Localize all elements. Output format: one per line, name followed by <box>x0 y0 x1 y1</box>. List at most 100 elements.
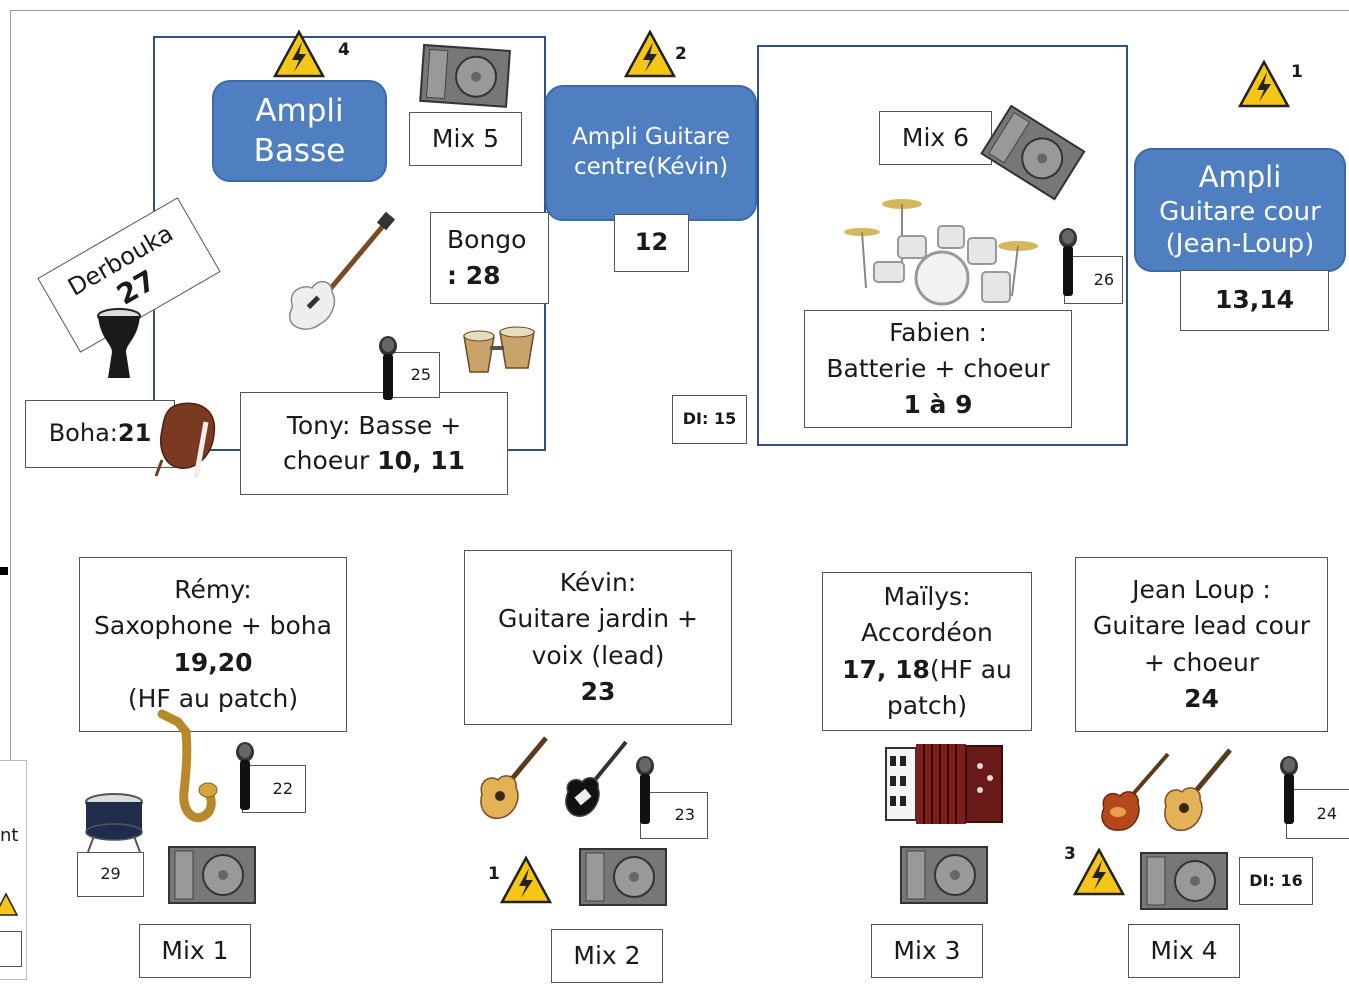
wedge-monitor-icon-mix3 <box>900 846 988 904</box>
amp-center-line2: centre(Kévin) <box>573 154 729 180</box>
jeanloup-channel: 24 <box>1184 683 1219 713</box>
di16-text: DI: 16 <box>1249 870 1303 890</box>
amp-guitar-cour: Ampli Guitare cour (Jean-Loup) <box>1134 148 1346 272</box>
bongo-label: Bongo : 28 <box>430 212 549 304</box>
bass-guitar-icon <box>288 211 396 330</box>
amp-cour-line1: Ampli <box>1198 160 1282 195</box>
remy-channel: 19,20 <box>173 647 253 677</box>
microphone-icon-23 <box>636 756 654 824</box>
jeanloup-line3: + choeur <box>1143 647 1260 677</box>
legend-mini-box <box>0 931 22 967</box>
kevin-line1: Kévin: <box>559 568 637 597</box>
boha-text: Boha: <box>48 419 118 448</box>
mix6-text: Mix 6 <box>901 122 970 152</box>
amp-center-line1: Ampli Guitare <box>572 124 730 151</box>
drum29-channel: 29 <box>77 852 144 897</box>
jeanloup-label: Jean Loup : Guitare lead cour + choeur 2… <box>1075 557 1328 732</box>
channel-amp-center-value: 12 <box>634 228 669 257</box>
wedge-monitor-icon-mix5 <box>419 43 511 108</box>
mic23-channel: 23 <box>640 792 708 839</box>
mix5-label: Mix 5 <box>409 112 522 166</box>
fabien-channel: 1 à 9 <box>903 390 973 420</box>
power-warning-icon-4 <box>272 29 326 78</box>
jeanloup-line1: Jean Loup : <box>1132 575 1271 604</box>
power-warning-icon-mix2 <box>499 855 553 904</box>
stage-top-edge <box>10 10 1349 11</box>
kevin-line2: Guitare jardin + <box>498 604 698 634</box>
channel-amp-center: 12 <box>614 214 689 272</box>
boha-channel: 21 <box>117 419 152 448</box>
di16-label: DI: 16 <box>1239 857 1313 905</box>
saxophone-icon <box>157 709 218 823</box>
legend-power-icon <box>0 892 19 916</box>
amp-bass: Ampli Basse <box>212 80 387 182</box>
mix3-text: Mix 3 <box>893 935 961 965</box>
mix1-label: Mix 1 <box>139 924 251 978</box>
mix2-text: Mix 2 <box>573 940 641 970</box>
mailys-line1: Maïlys: <box>883 582 971 611</box>
mix3-label: Mix 3 <box>871 924 983 978</box>
wedge-monitor-icon-mix2 <box>579 848 667 906</box>
stage-left-edge <box>10 10 11 760</box>
mix5-text: Mix 5 <box>431 123 500 153</box>
mix2-label: Mix 2 <box>551 929 663 983</box>
fabien-line1: Fabien : <box>889 317 987 347</box>
tony-line1: Tony: Basse + <box>286 411 462 440</box>
derbouka-drum-icon <box>97 308 141 378</box>
wedge-monitor-icon-mix6 <box>980 104 1086 201</box>
amp-bass-line1: Ampli <box>255 92 344 129</box>
mic25-channel: 25 <box>384 352 440 398</box>
wedge-monitor-icon-mix4 <box>1140 852 1228 910</box>
microphone-icon-24 <box>1280 756 1298 824</box>
microphone-icon-26 <box>1059 228 1077 296</box>
remy-line2: Saxophone + boha <box>94 611 332 641</box>
acoustic-guitar-icon <box>480 736 548 819</box>
remy-line3: (HF au patch) <box>127 683 299 713</box>
boha-label: Boha:21 <box>25 400 175 468</box>
mailys-channel: 17, 18 <box>842 654 930 684</box>
mailys-line2: Accordéon <box>861 618 993 648</box>
amp-bass-line2: Basse <box>253 133 346 169</box>
microphone-icon-22 <box>236 742 254 810</box>
mic24-text: 24 <box>1316 803 1337 823</box>
channel-amp-cour: 13,14 <box>1180 270 1329 331</box>
edge-marker <box>0 567 8 575</box>
legend-partial: nt <box>0 760 27 980</box>
power-number-4: 4 <box>338 40 350 60</box>
wedge-monitor-icon-mix1 <box>168 846 256 904</box>
amp-cour-line3: (Jean-Loup) <box>1165 229 1315 260</box>
mic23-text: 23 <box>674 805 695 825</box>
jeanloup-line2: Guitare lead cour <box>1093 611 1310 641</box>
electric-guitar-icon <box>565 740 628 817</box>
remy-label: Rémy: Saxophone + boha 19,20 (HF au patc… <box>79 557 347 732</box>
tony-label: Tony: Basse + choeur 10, 11 <box>240 392 508 495</box>
drum29-text: 29 <box>100 864 121 884</box>
power-warning-icon-2 <box>623 29 677 78</box>
kevin-line3: voix (lead) <box>531 640 665 670</box>
fabien-line2: Batterie + choeur <box>826 353 1050 383</box>
di15-text: DI: 15 <box>682 409 737 429</box>
accordion-icon <box>885 744 1003 824</box>
tony-line2: choeur 10, 11 <box>283 444 465 479</box>
bongo-icon <box>463 326 535 373</box>
kevin-label: Kévin: Guitare jardin + voix (lead) 23 <box>464 550 732 725</box>
acoustic-guitar-icon-jl <box>1164 748 1232 831</box>
mailys-line3: 17, 18(HF au <box>842 652 1012 688</box>
mailys-line3-text: (HF au <box>929 654 1012 684</box>
mic22-text: 22 <box>272 778 293 798</box>
mix4-label: Mix 4 <box>1128 924 1240 978</box>
power-number-2: 2 <box>675 44 687 64</box>
drum-kit-icon <box>844 199 1038 306</box>
amp-cour-line2: Guitare cour <box>1159 196 1321 227</box>
power-number-3: 3 <box>1064 844 1076 864</box>
power-number-mix2: 1 <box>488 864 500 884</box>
drum-zone <box>757 45 1128 446</box>
mix6-label: Mix 6 <box>879 111 992 165</box>
bongo-text: Bongo <box>447 224 527 254</box>
legend-text-fragment: nt <box>0 825 19 846</box>
power-warning-icon-3 <box>1072 847 1126 896</box>
mic25-text: 25 <box>410 364 431 384</box>
remy-line1: Rémy: <box>174 575 252 604</box>
tony-channel: 10, 11 <box>377 445 466 475</box>
di15-label: DI: 15 <box>672 395 747 444</box>
